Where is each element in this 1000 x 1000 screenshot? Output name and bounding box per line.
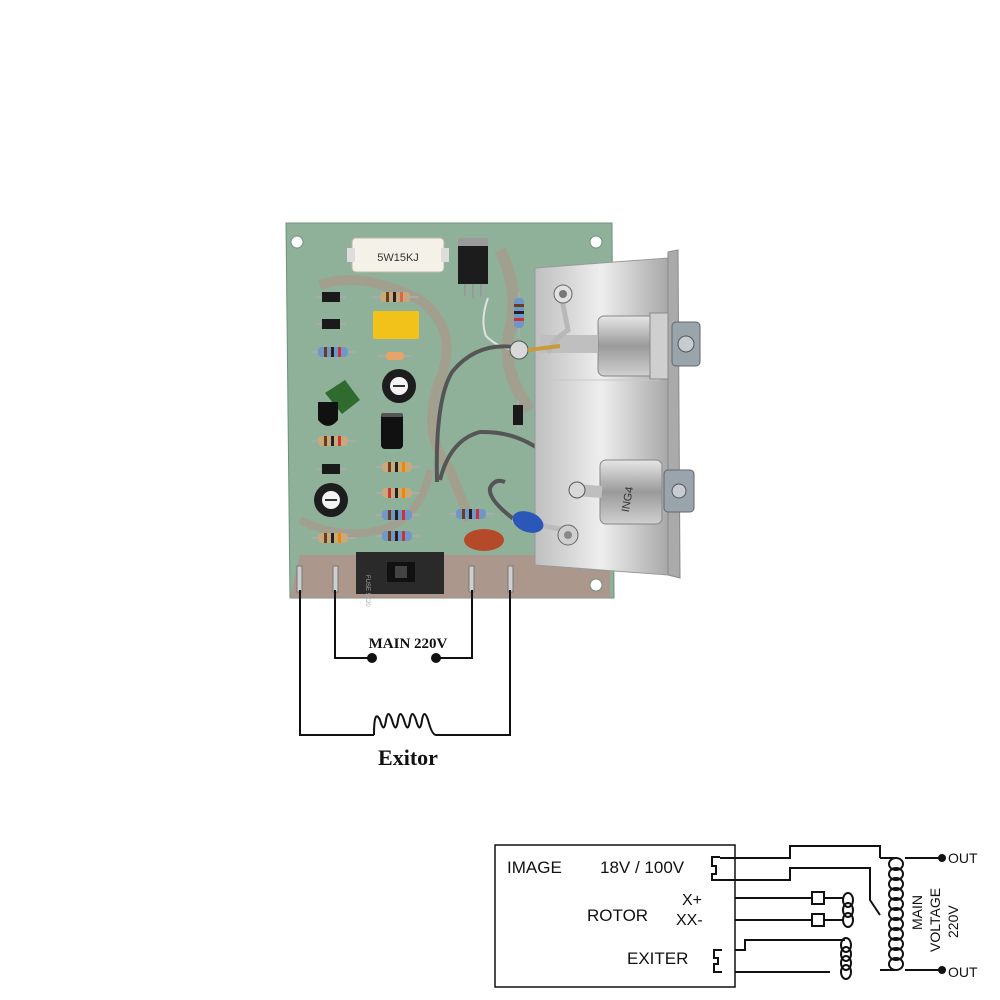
- out-bottom-label: OUT: [948, 964, 978, 980]
- trimmer-pot-1: [382, 369, 416, 403]
- fuse-holder: FUSE 5X20: [356, 552, 444, 607]
- main-220v-label: MAIN 220V: [369, 636, 448, 652]
- stud-diode-top: [509, 284, 701, 380]
- exciter-coil: [373, 713, 437, 736]
- red-capacitor: [464, 529, 504, 551]
- resistor-group: [312, 292, 524, 543]
- small-transistor: [318, 402, 338, 426]
- resistor-r9: [450, 509, 494, 519]
- schematic-box: [494, 844, 736, 988]
- main-voltage-label: MAIN VOLTAGE 220V: [909, 888, 961, 952]
- resistor-r7: [376, 531, 420, 541]
- schematic-rotor-label: ROTOR: [587, 906, 648, 925]
- grey-wire-3: [487, 478, 517, 522]
- out-top-label: OUT: [948, 850, 978, 866]
- main-voltage-line1: MAIN: [909, 895, 925, 930]
- schematic-voltage-label: 18V / 100V: [600, 858, 685, 877]
- rotor-terminal-minus: [811, 913, 825, 927]
- rotor-coil: [842, 892, 854, 928]
- diode-2: [316, 319, 346, 329]
- resistor-r4: [376, 462, 420, 472]
- resistor-r10: [514, 292, 524, 338]
- resistor-r2: [312, 347, 356, 357]
- stud-diode-bottom: ING4: [511, 459, 695, 546]
- blue-ring-terminal: [512, 511, 544, 533]
- electrolytic-capacitor: [381, 413, 403, 449]
- main-terminal-left: [367, 653, 377, 663]
- schematic-image-label: IMAGE: [507, 858, 562, 877]
- diode-1: [316, 292, 346, 302]
- thin-white-wire: [482, 297, 521, 351]
- out-terminal-top: [938, 854, 946, 862]
- resistor-r11: [378, 352, 412, 360]
- trimmer-pot-2: [314, 483, 348, 517]
- resistor-r3: [312, 436, 356, 446]
- green-capacitor: [325, 380, 360, 414]
- schematic-exiter-label: EXITER: [627, 949, 688, 968]
- resistor-r1: [372, 292, 418, 302]
- grey-wire-1: [434, 344, 521, 483]
- rotor-terminal-plus: [811, 891, 825, 905]
- schematic-xxminus-label: XX-: [676, 912, 703, 929]
- resistor-r8: [312, 533, 356, 543]
- diode-3: [316, 464, 346, 474]
- diode-4: [513, 400, 523, 430]
- main-voltage-line3: 220V: [945, 905, 961, 938]
- yellow-film-capacitor: [373, 311, 419, 339]
- transistor-to220: [458, 238, 488, 298]
- resistor-r5: [376, 488, 420, 498]
- schematic-diagram: IMAGE 18V / 100V ROTOR X+ XX- EXITER: [494, 844, 978, 988]
- main-winding-coil: [888, 857, 904, 971]
- exciter-label: Exitor: [378, 745, 438, 770]
- schematic-xplus-label: X+: [682, 892, 702, 909]
- external-wiring: [299, 590, 511, 736]
- main-terminal-right: [431, 653, 441, 663]
- main-voltage-line2: VOLTAGE: [927, 888, 943, 952]
- resistor-r6: [376, 510, 420, 520]
- out-terminal-bottom: [938, 966, 946, 974]
- stud-diode-label: ING4: [620, 486, 636, 513]
- exiter-coil: [840, 937, 852, 980]
- power-resistor-label: 5W15KJ: [377, 252, 419, 264]
- fuse-label: FUSE 5X20: [364, 575, 370, 607]
- power-resistor: 5W15KJ: [347, 237, 449, 273]
- schematic-wires: [720, 845, 940, 973]
